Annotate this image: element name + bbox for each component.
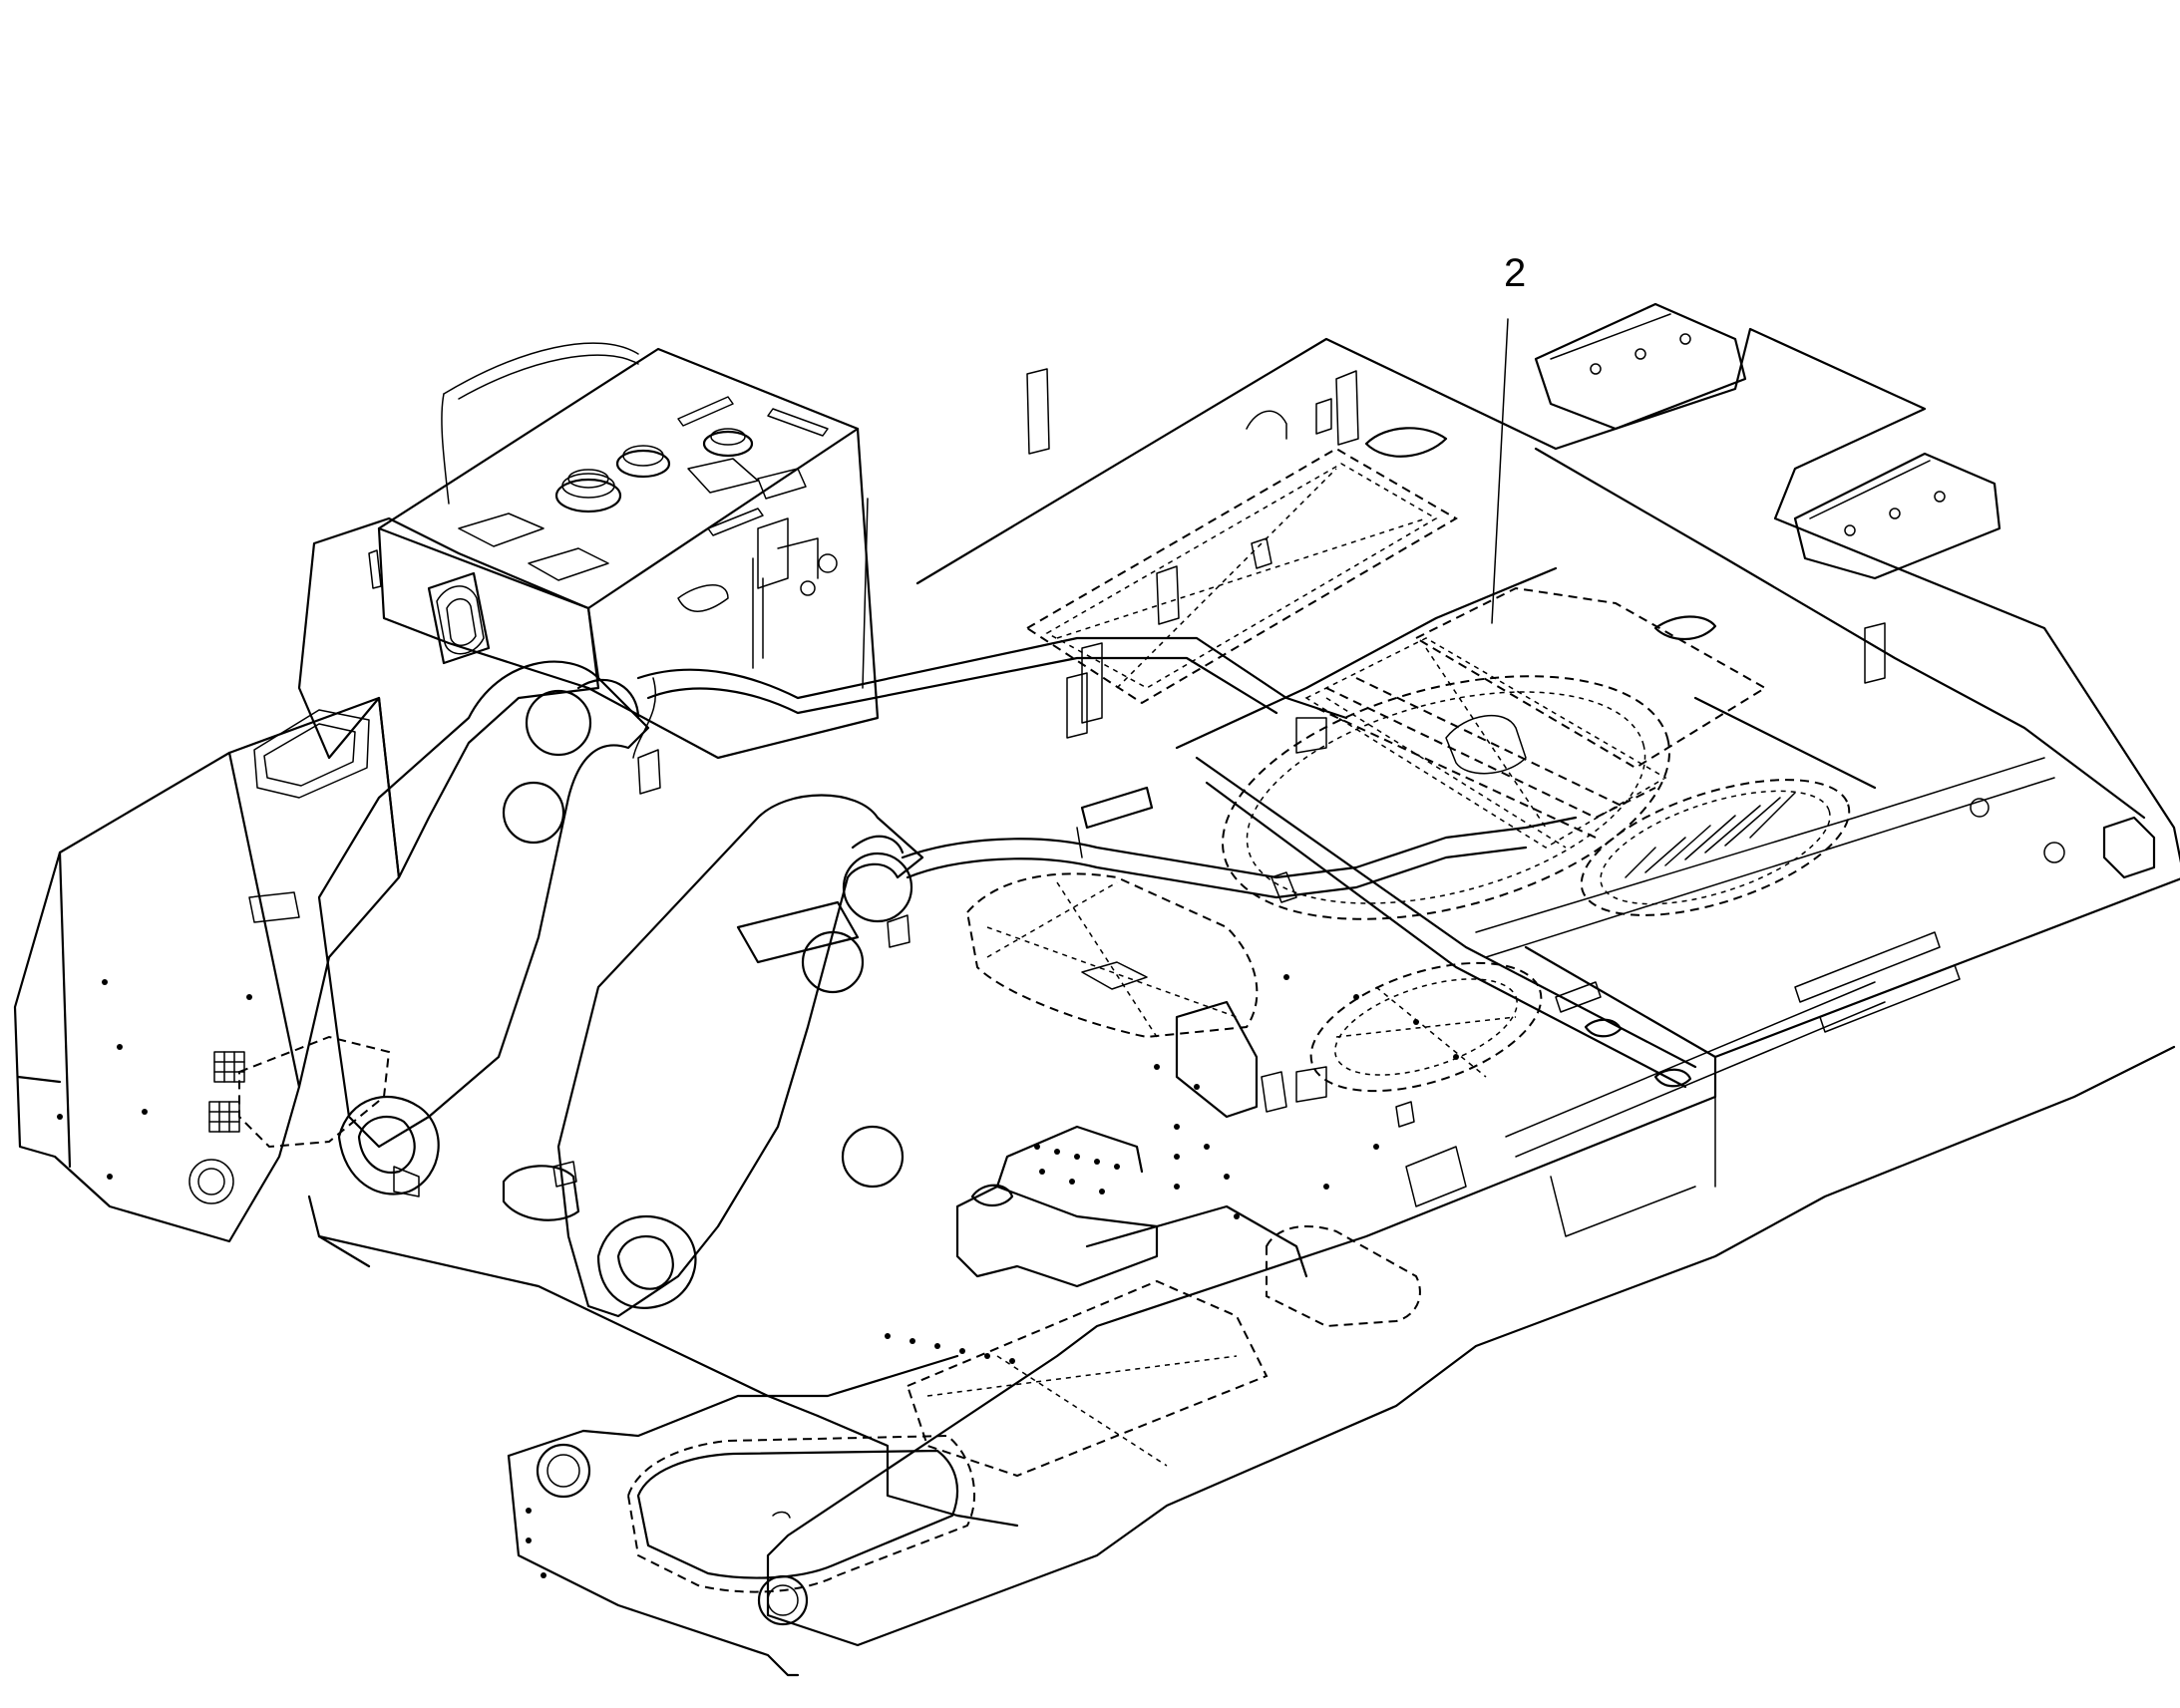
front-lower-rails	[307, 974, 1696, 1677]
right-frame-rails	[766, 302, 2180, 1647]
callout-2-leader	[1491, 318, 1509, 624]
rear-box-section	[13, 696, 401, 1243]
boom-brackets	[317, 660, 924, 1318]
hidden-cover-outlines	[626, 447, 1851, 1593]
left-side-panel	[297, 516, 600, 879]
center-beam	[636, 636, 1578, 964]
callout-label-2: 2	[1504, 251, 1527, 295]
upper-cabinet	[377, 342, 880, 760]
